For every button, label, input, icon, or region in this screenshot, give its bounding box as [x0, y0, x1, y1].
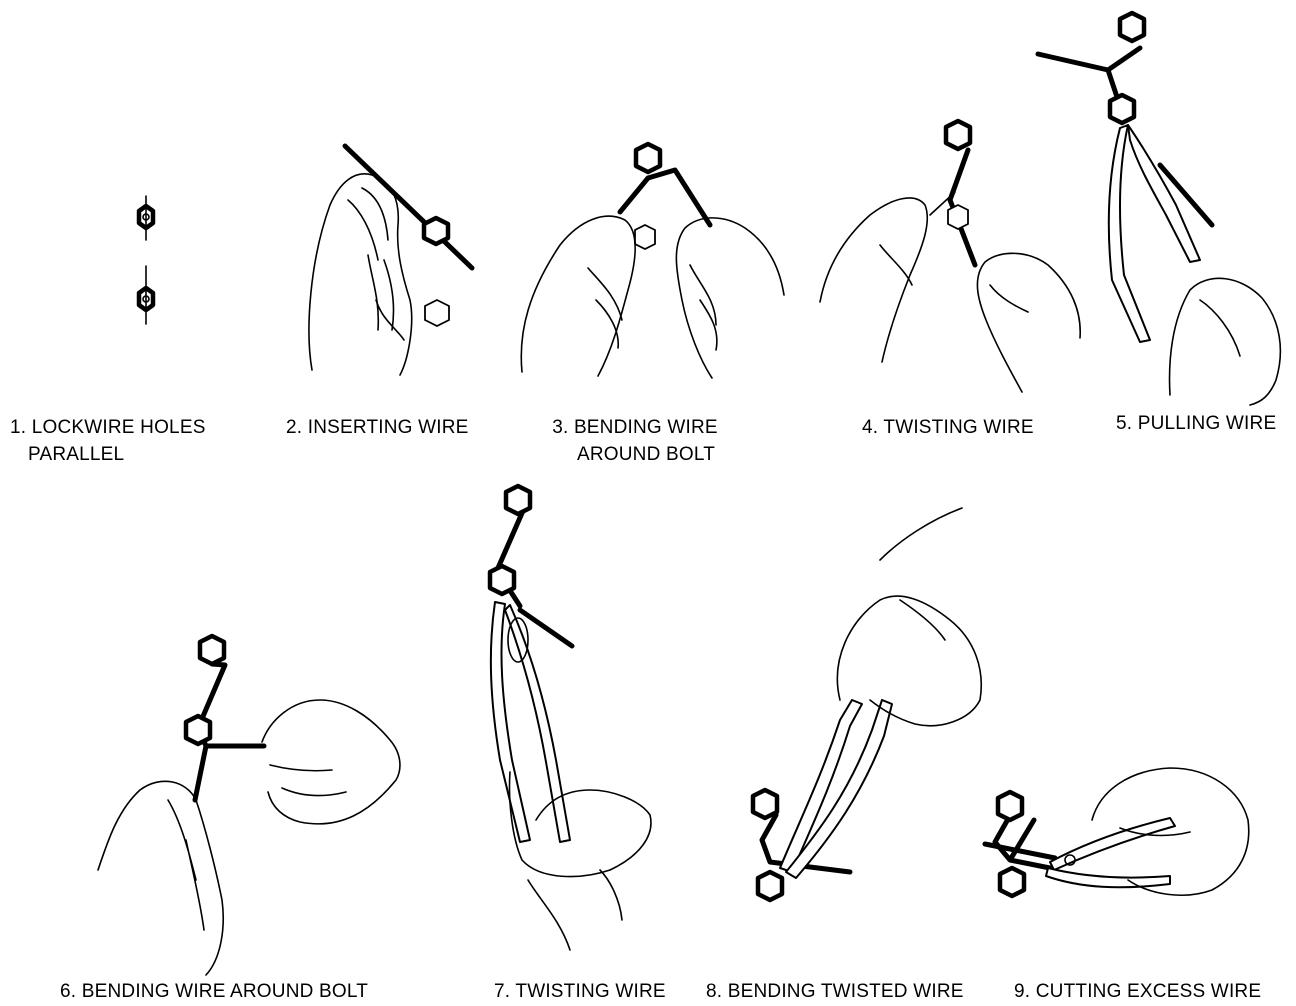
hand-right: [977, 253, 1080, 392]
caption-step-7-number: 7.: [494, 981, 510, 1002]
panel-3-drawing: [521, 144, 784, 378]
caption-step-5-line1: PULLING WIRE: [1138, 413, 1277, 434]
bolt-head-lower: [425, 300, 449, 326]
caption-step-4: 4. TWISTING WIRE: [862, 414, 1034, 441]
caption-step-1-line1: LOCKWIRE HOLES: [32, 417, 206, 438]
caption-step-9: 9. CUTTING EXCESS WIRE: [1014, 978, 1261, 1005]
panel-4-drawing: [820, 121, 1080, 392]
bolt-head-bottom: [139, 266, 153, 324]
panel-1-drawing: [139, 196, 153, 324]
caption-step-5: 5. PULLING WIRE: [1116, 410, 1276, 437]
bolt-head-top: [139, 196, 153, 240]
hand-right: [1170, 278, 1281, 405]
bolt-head: [186, 716, 210, 744]
panel-5-drawing: [1038, 13, 1280, 405]
caption-step-3-line2: AROUND BOLT: [540, 441, 730, 468]
hand-right: [262, 700, 400, 824]
bolt-head: [946, 121, 970, 149]
bolt-head: [758, 872, 782, 900]
hand: [510, 772, 651, 877]
caption-step-2: 2. INSERTING WIRE: [286, 414, 469, 441]
caption-step-2-line1: INSERTING WIRE: [308, 417, 469, 438]
hand-left: [521, 216, 635, 376]
caption-step-8: 8. BENDING TWISTED WIRE: [706, 978, 964, 1005]
bolt-head-top: [998, 792, 1022, 820]
panel-2-drawing: [309, 146, 472, 375]
caption-step-3-line1: BENDING WIRE: [574, 417, 718, 438]
hand-right: [676, 218, 784, 378]
bolt-head: [1110, 95, 1134, 123]
panel-6-drawing: [98, 636, 400, 975]
lockwire: [1038, 48, 1140, 100]
hand-left: [820, 198, 927, 362]
caption-step-9-line1: CUTTING EXCESS WIRE: [1036, 981, 1261, 1002]
lockwire: [620, 170, 710, 225]
caption-step-3: 3. BENDING WIRE AROUND BOLT: [540, 414, 730, 468]
bolt-head-top: [1120, 13, 1144, 41]
caption-step-7-line1: TWISTING WIRE: [515, 981, 665, 1002]
caption-step-2-number: 2.: [286, 417, 302, 438]
caption-step-4-line1: TWISTING WIRE: [883, 417, 1033, 438]
bolt-head: [424, 218, 448, 244]
caption-step-9-number: 9.: [1014, 981, 1030, 1002]
panel-7-drawing: [490, 486, 651, 950]
bolt-head: [1000, 868, 1024, 896]
bolt-head-top: [506, 486, 530, 514]
caption-step-7: 7. TWISTING WIRE: [494, 978, 666, 1005]
caption-step-8-number: 8.: [706, 981, 722, 1002]
caption-step-8-line1: BENDING TWISTED WIRE: [728, 981, 964, 1002]
lockwire: [345, 146, 472, 268]
bolt-head-top: [200, 636, 224, 664]
panel-9-drawing: [985, 768, 1249, 896]
caption-step-1-line2: PARALLEL: [10, 441, 206, 468]
panel-8-drawing: [753, 508, 981, 900]
hand-left: [309, 174, 412, 375]
caption-step-6-number: 6.: [60, 981, 76, 1002]
caption-step-6: 6. BENDING WIRE AROUND BOLT: [60, 978, 368, 1005]
caption-step-1: 1. LOCKWIRE HOLES PARALLEL: [10, 414, 206, 468]
bolt-head: [636, 144, 660, 172]
bolt-head: [490, 566, 514, 594]
pliers: [1128, 125, 1200, 262]
caption-step-4-number: 4.: [862, 417, 878, 438]
bolt-head-top: [753, 790, 777, 818]
caption-step-5-number: 5.: [1116, 413, 1132, 434]
caption-step-3-number: 3.: [552, 417, 568, 438]
cutters: [1050, 818, 1175, 870]
caption-step-6-line1: BENDING WIRE AROUND BOLT: [82, 981, 368, 1002]
hand-left: [98, 781, 223, 975]
caption-step-1-number: 1.: [10, 417, 26, 438]
